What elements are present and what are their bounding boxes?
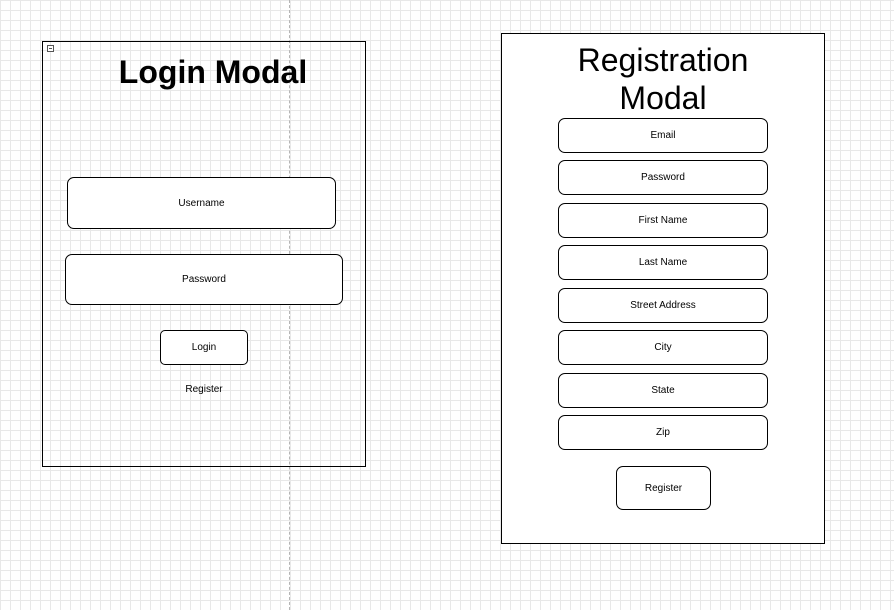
password-field[interactable]: Password xyxy=(65,254,343,305)
zip-field[interactable]: Zip xyxy=(558,415,768,450)
first-name-field[interactable]: First Name xyxy=(558,203,768,238)
city-field[interactable]: City xyxy=(558,330,768,365)
register-link[interactable]: Register xyxy=(185,384,223,395)
last-name-field[interactable]: Last Name xyxy=(558,245,768,280)
registration-modal-title-text: Registration Modal xyxy=(577,42,749,116)
email-field[interactable]: Email xyxy=(558,118,768,153)
password-field-registration[interactable]: Password xyxy=(558,160,768,195)
register-button[interactable]: Register xyxy=(616,466,711,510)
login-modal-title: Login Modal xyxy=(118,54,308,90)
collapse-icon[interactable] xyxy=(47,45,54,52)
street-address-field[interactable]: Street Address xyxy=(558,288,768,323)
state-field[interactable]: State xyxy=(558,373,768,408)
vertical-guide-line xyxy=(289,0,290,610)
username-field[interactable]: Username xyxy=(67,177,336,229)
login-button[interactable]: Login xyxy=(160,330,248,365)
login-modal-frame: Login Modal xyxy=(42,41,366,467)
